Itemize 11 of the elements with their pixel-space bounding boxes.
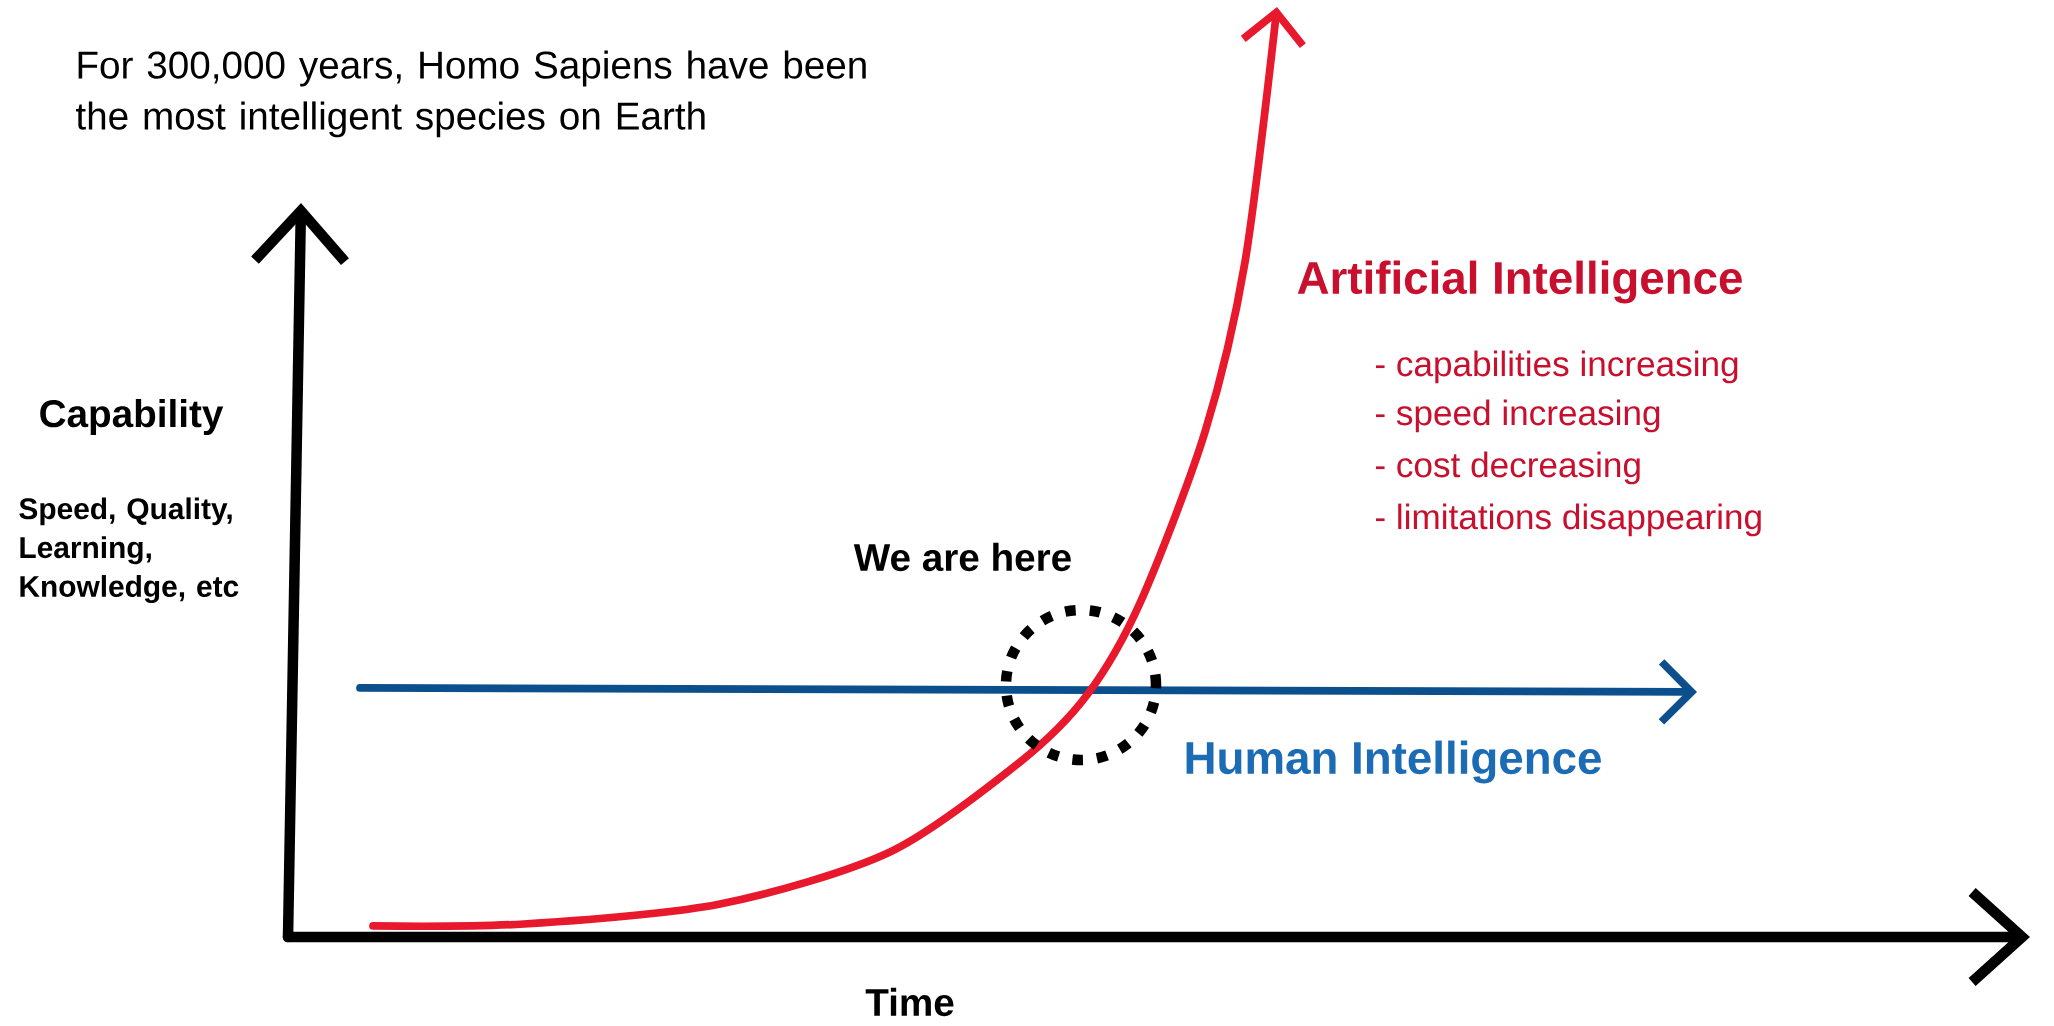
note-text: - speed increasing <box>1375 399 1660 433</box>
note-text: - limitations disappearing <box>1375 503 1761 537</box>
axis-label: Capability <box>40 399 224 435</box>
note-text: - capabilities increasing <box>1375 350 1738 384</box>
series-label: Artificial Intelligence <box>1297 260 1742 304</box>
callout-text: We are here <box>853 542 1071 572</box>
axis-note: Speed, Quality, Learning, Knowledge, etc <box>19 497 239 604</box>
title-text: For 300,000 years, Homo Sapiens have been the most intelligent species on Earth <box>76 50 866 138</box>
note-text: - cost decreasing <box>1375 451 1640 485</box>
axis-label: Time <box>865 987 954 1017</box>
series-label: Human Intelligence <box>1186 740 1601 784</box>
